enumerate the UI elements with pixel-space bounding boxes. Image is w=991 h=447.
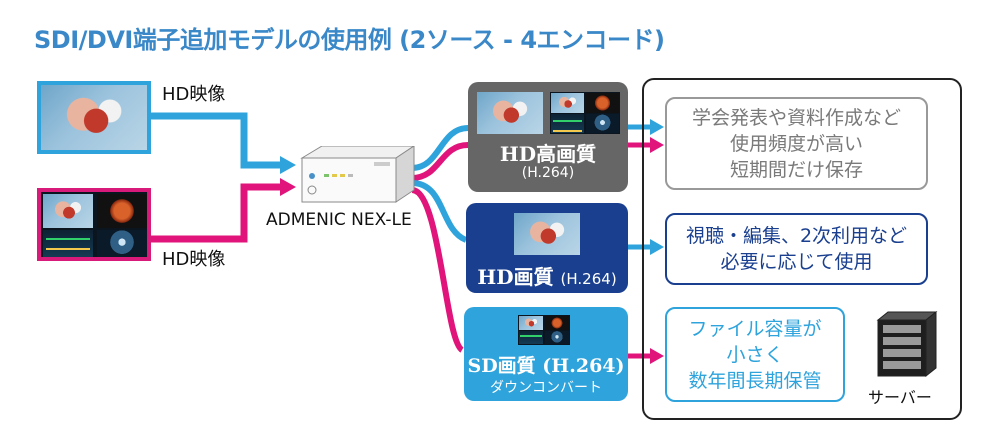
server-bay-4 [883,361,921,369]
output-hd-high-mv-scope [586,114,619,133]
device-to-sd-magenta [411,187,465,353]
output-hd-high-mv-endoscope [586,93,619,113]
device-side-face [395,146,415,203]
output-hd-high-mv-monitor [551,114,584,133]
use-archive-line-2: 小さく [726,343,784,366]
device-power-indicator [309,173,315,179]
hd-high-to-use-magenta-arrowhead [650,137,664,153]
diagram-title: SDI/DVI端子追加モデルの使用例 (2ソース - 4エンコード) [34,26,665,54]
sd-to-use-arrowhead [650,348,664,364]
device-to-hd-blue [411,180,468,243]
device-front-label [374,162,390,166]
output-hd-high-subtitle: (H.264) [521,165,575,181]
output-hd-subtitle: (H.264) [560,270,617,288]
hd-to-use-arrowhead [650,239,664,255]
device-illustration [300,146,415,203]
output-hd-high-quality: HD高画質 (H.264) [468,82,628,192]
input-2-monitor-view [43,230,93,257]
input-2-scope-view [97,230,147,257]
output-sd-mv-monitor [519,331,543,344]
device-power-button [307,185,317,195]
output-hd-surgical-thumb [514,213,580,255]
use-box-frequent: 学会発表や資料作成など 使用頻度が高い 短期間だけ保存 [665,97,928,190]
use-archive-line-3: 数年間長期保管 [688,369,822,392]
input-1-thumbnail [37,81,151,154]
use-editing-line-1: 視聴・編集、2次利用など [685,225,908,247]
use-box-editing: 視聴・編集、2次利用など 必要に応じて使用 [665,213,928,285]
device-to-hd-high-magenta [411,142,469,181]
device-to-hd-high-blue [411,125,469,171]
use-frequent-line-3: 短期間だけ保存 [729,158,863,181]
output-hd-high-mv-surgical [551,93,584,113]
server-bay-3 [883,349,921,357]
output-hd-quality: HD画質 (H.264) [466,203,628,293]
output-sd-subtitle: ダウンコンバート [490,380,602,396]
output-sd-title: SD画質 (H.264) [467,355,625,377]
output-sd-quality: SD画質 (H.264) ダウンコンバート [464,307,628,401]
storage-container [642,78,962,420]
input-1-arrowhead [280,156,296,174]
use-archive-line-1: ファイル容量が [688,317,822,340]
device-status-led-1 [324,174,329,177]
device-status-led-2 [332,174,337,177]
input-2-arrowhead [280,178,296,196]
input-2-thumbnail [37,188,151,261]
output-hd-high-surgical-thumb [477,92,543,134]
device-name: ADMENIC NEX-LE [266,210,412,230]
input-2-connector [150,183,283,243]
input-2-label: HD映像 [162,249,226,270]
server-label: サーバー [868,388,932,407]
use-frequent-line-2: 使用頻度が高い [729,132,863,155]
hd-high-to-use-blue-arrowhead [650,119,664,135]
server-side [925,310,937,378]
server-icon [876,310,938,378]
server-bay-2 [883,337,921,345]
output-hd-title-text: HD画質 [477,265,554,289]
output-sd-mv-scope [545,331,569,344]
input-2-endoscope-view [97,194,147,228]
output-hd-high-title: HD高画質 [499,142,597,166]
output-sd-multiview-thumb [518,315,570,345]
input-2-surgical-view [43,194,93,228]
output-hd-title: HD画質 (H.264) [466,261,628,290]
device-top-face [300,146,415,159]
use-frequent-line-1: 学会発表や資料作成など [691,106,901,129]
use-box-archive: ファイル容量が 小さく 数年間長期保管 [665,307,845,402]
output-sd-mv-surgical [519,316,543,330]
server-bay-1 [883,325,921,333]
output-sd-mv-endoscope [545,316,569,330]
input-1-label: HD映像 [162,84,226,105]
use-editing-line-2: 必要に応じて使用 [720,251,873,273]
device-status-led-3 [340,174,345,177]
output-hd-high-multiview-thumb [550,92,620,134]
device-status-led-4 [348,174,353,177]
input-1-connector [150,112,283,169]
